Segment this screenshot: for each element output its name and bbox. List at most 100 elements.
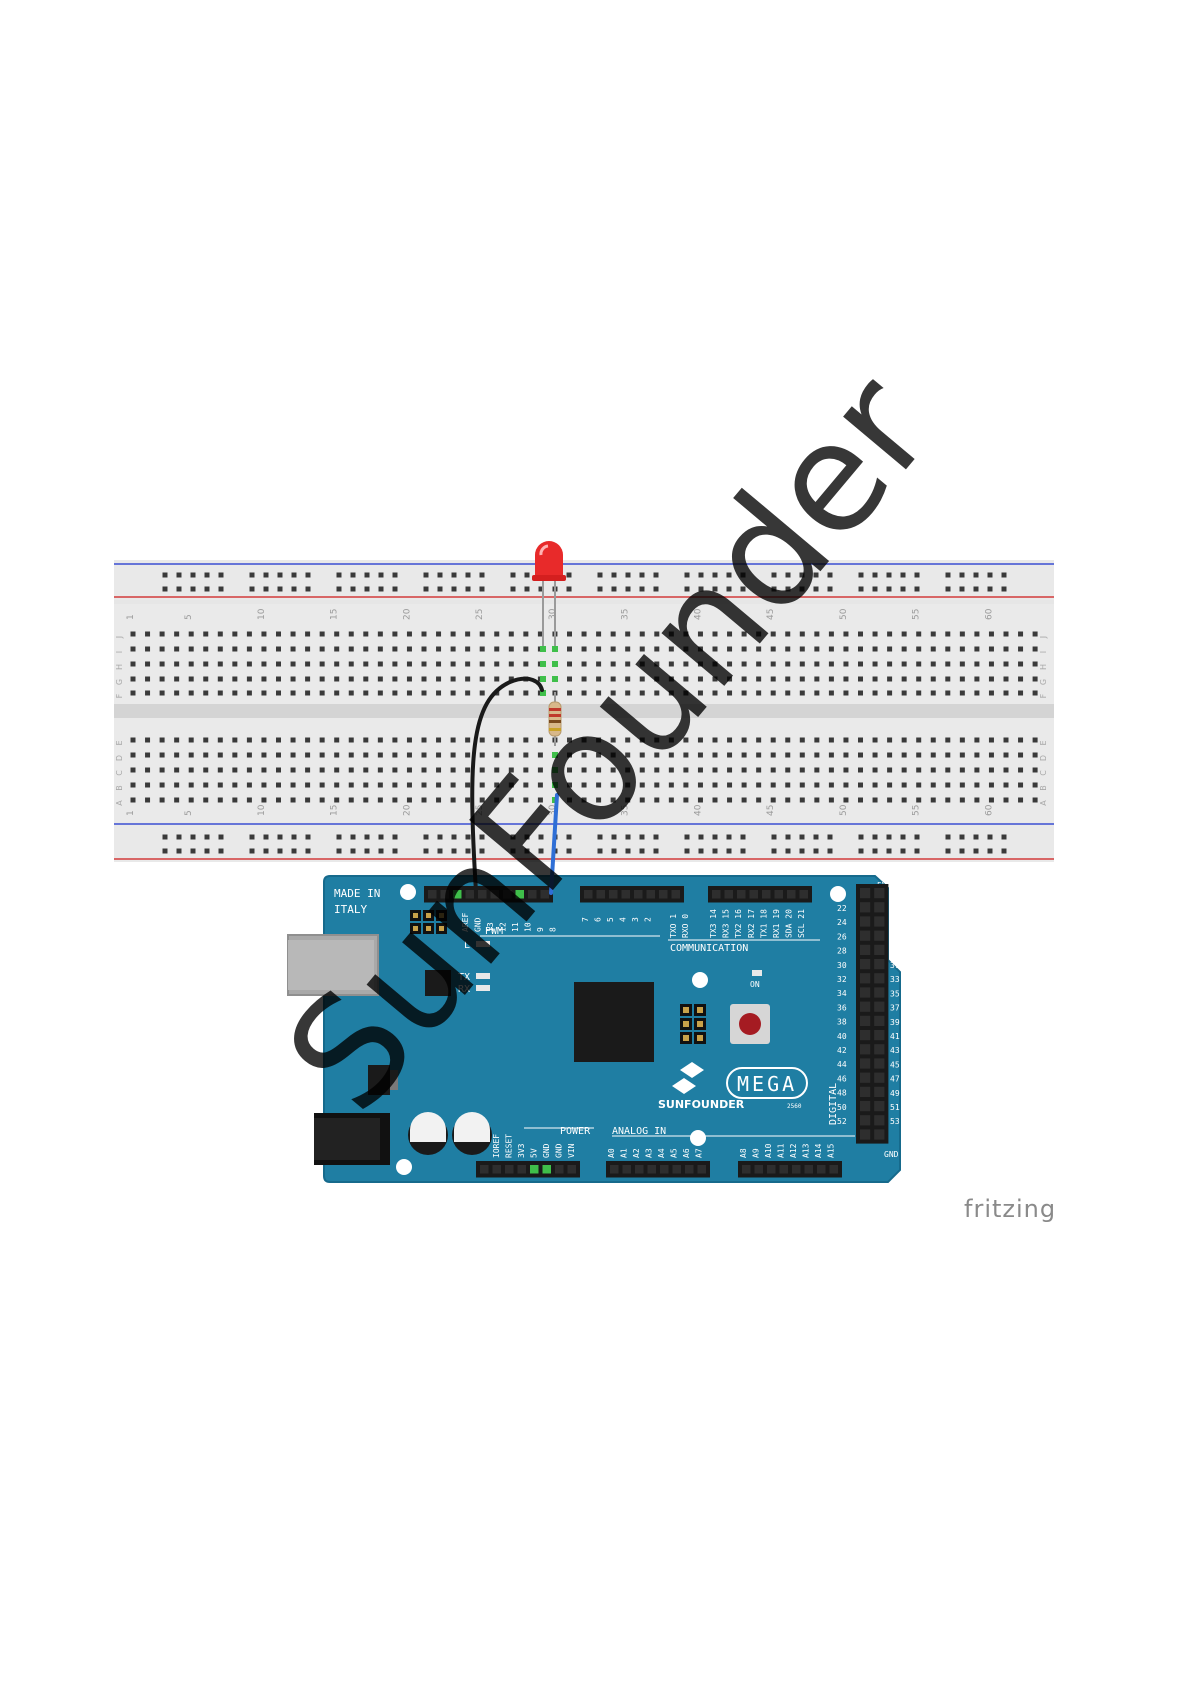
breadboard-hole — [406, 676, 412, 682]
row-letter: I — [1039, 651, 1048, 653]
rail-hole — [639, 572, 645, 578]
column-number: 40 — [693, 804, 703, 816]
breadboard-hole — [785, 661, 791, 667]
breadboard-hole — [974, 661, 980, 667]
rail-hole — [451, 586, 457, 592]
header-pin — [596, 890, 605, 899]
breadboard-hole — [756, 752, 762, 758]
digital-pin-label: 51 — [890, 1103, 900, 1112]
breadboard-hole — [261, 676, 267, 682]
breadboard-hole — [174, 646, 180, 652]
breadboard-hole — [596, 661, 602, 667]
breadboard-hole — [596, 737, 602, 743]
column-number: 45 — [766, 805, 776, 816]
breadboard-hole — [901, 782, 907, 788]
breadboard-hole — [625, 797, 631, 803]
digital-pin-label: 38 — [837, 1018, 847, 1027]
sunfounder-logo: SUNFOUNDER — [658, 1062, 745, 1111]
rail-hole — [218, 848, 224, 854]
breadboard-hole — [1003, 690, 1009, 696]
breadboard-hole — [625, 690, 631, 696]
pin-label: A3 — [645, 1148, 654, 1158]
breadboard-hole — [872, 782, 878, 788]
rail-hole — [465, 586, 471, 592]
rail-hole — [886, 834, 892, 840]
breadboard-hole — [988, 797, 994, 803]
breadboard-hole — [610, 676, 616, 682]
breadboard-hole — [479, 797, 485, 803]
rail-hole — [263, 572, 269, 578]
breadboard-hole — [334, 782, 340, 788]
breadboard-hole — [843, 737, 849, 743]
mega-sub-label: 2560 — [787, 1103, 802, 1110]
rail-hole — [437, 834, 443, 840]
breadboard-hole — [523, 782, 529, 788]
breadboard-hole — [406, 690, 412, 696]
pin-label: A14 — [814, 1143, 823, 1158]
breadboard-hole — [334, 737, 340, 743]
breadboard-hole — [421, 646, 427, 652]
breadboard-hole — [625, 631, 631, 637]
breadboard-hole — [610, 690, 616, 696]
breadboard-hole — [567, 797, 572, 803]
digital-pin-label: 49 — [890, 1089, 900, 1098]
breadboard-hole — [232, 646, 238, 652]
pin-label: 12 — [499, 922, 508, 932]
breadboard-hole — [785, 737, 791, 743]
rail-hole — [291, 586, 297, 592]
breadboard-hole — [901, 646, 907, 652]
icsp-pin-pad — [697, 1021, 703, 1027]
breadboard-hole — [217, 782, 223, 788]
breadboard-hole — [625, 782, 631, 788]
breadboard-hole — [727, 676, 733, 682]
breadboard-hole — [974, 797, 980, 803]
rail-hole — [263, 848, 269, 854]
breadboard-hole — [363, 646, 369, 652]
rail-hole — [945, 572, 951, 578]
breadboard-hole — [174, 797, 180, 803]
rail-hole — [639, 586, 645, 592]
breadboard-hole — [610, 782, 616, 788]
breadboard-hole — [828, 661, 834, 667]
breadboard-hole — [319, 690, 325, 696]
breadboard-hole — [174, 690, 180, 696]
pin-label: 7 — [581, 917, 590, 922]
breadboard-hole — [1003, 737, 1009, 743]
breadboard-hole — [814, 676, 820, 682]
breadboard-hole — [363, 676, 369, 682]
column-number: 25 — [475, 805, 485, 816]
rail-hole — [305, 586, 311, 592]
rail-hole — [785, 572, 791, 578]
pin-label: A1 — [620, 1148, 629, 1158]
breadboard-hole — [770, 631, 776, 637]
breadboard-hole — [843, 631, 849, 637]
header-pin — [647, 1165, 656, 1174]
breadboard-hole — [450, 676, 456, 682]
rail-hole — [378, 572, 384, 578]
breadboard-hole — [406, 737, 412, 743]
breadboard-hole — [334, 767, 340, 773]
rail-hole — [698, 586, 704, 592]
breadboard-hole — [785, 767, 791, 773]
row-letter: J — [1039, 636, 1048, 639]
header-pin — [874, 1101, 885, 1112]
rail-hole — [712, 848, 718, 854]
breadboard-hole — [785, 752, 791, 758]
rail-hole — [204, 586, 210, 592]
breadboard-hole — [770, 646, 776, 652]
breadboard-hole — [654, 690, 660, 696]
breadboard-hole — [508, 737, 514, 743]
breadboard-hole — [828, 737, 834, 743]
rail-hole — [162, 848, 168, 854]
breadboard-hole — [770, 737, 776, 743]
breadboard-hole — [523, 661, 529, 667]
breadboard-hole — [799, 631, 805, 637]
breadboard-hole — [465, 782, 471, 788]
breadboard-hole — [596, 646, 602, 652]
header-pin — [860, 1115, 871, 1126]
breadboard-hole — [305, 631, 311, 637]
breadboard-hole — [712, 752, 718, 758]
rail-hole — [291, 834, 297, 840]
connected-hole — [552, 646, 558, 652]
rail-hole — [625, 586, 631, 592]
